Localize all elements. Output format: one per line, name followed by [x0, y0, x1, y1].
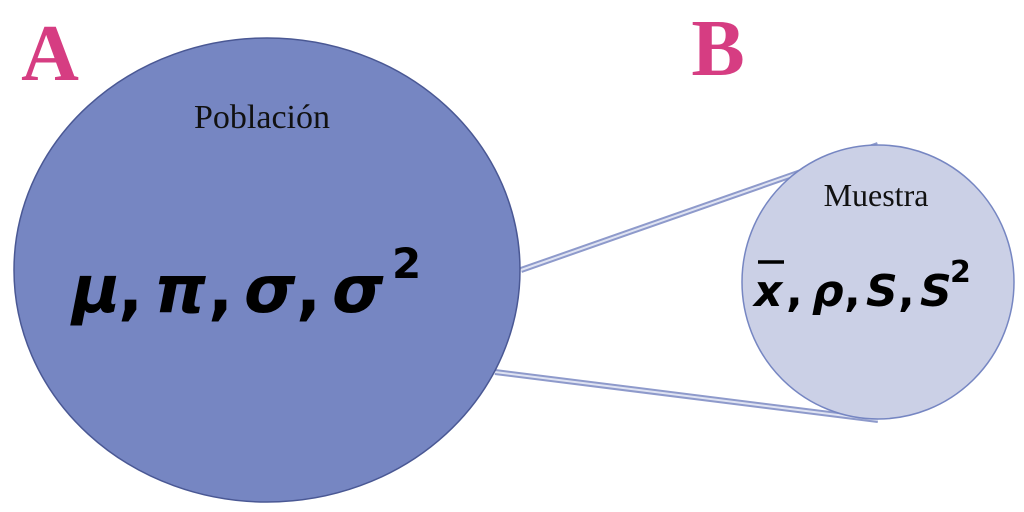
panel-label-b: B [691, 5, 744, 93]
population-circle [13, 37, 521, 503]
parameter-separator: , [296, 251, 321, 328]
panel-label-a: A [21, 10, 79, 98]
statistic-x-bar: x [752, 266, 784, 317]
statistic-rho: ρ [812, 266, 844, 317]
statistic-separator: , [898, 266, 915, 317]
population-parameters: μ , π , σ , σ 2 [70, 239, 421, 328]
parameter-sigma: σ [244, 251, 296, 328]
parameter-sigma-squared-exponent: 2 [392, 239, 421, 288]
statistic-s-squared-exponent: 2 [950, 255, 971, 290]
sample-circle [741, 144, 1015, 420]
statistic-separator: , [786, 266, 803, 317]
parameter-separator: , [118, 251, 143, 328]
sample-statistics: x , ρ , S , S 2 [752, 255, 971, 317]
statistic-separator: , [844, 266, 861, 317]
lower-connector-line-highlight [494, 371, 879, 421]
sample-title: Muestra [824, 177, 929, 213]
parameter-separator: , [208, 251, 233, 328]
statistic-s-squared: S [920, 266, 952, 317]
statistic-s: S [866, 266, 898, 317]
population-title: Población [194, 99, 330, 136]
parameter-sigma-squared: σ [332, 251, 384, 328]
parameter-pi: π [154, 251, 206, 328]
parameter-mu: μ [70, 251, 121, 328]
